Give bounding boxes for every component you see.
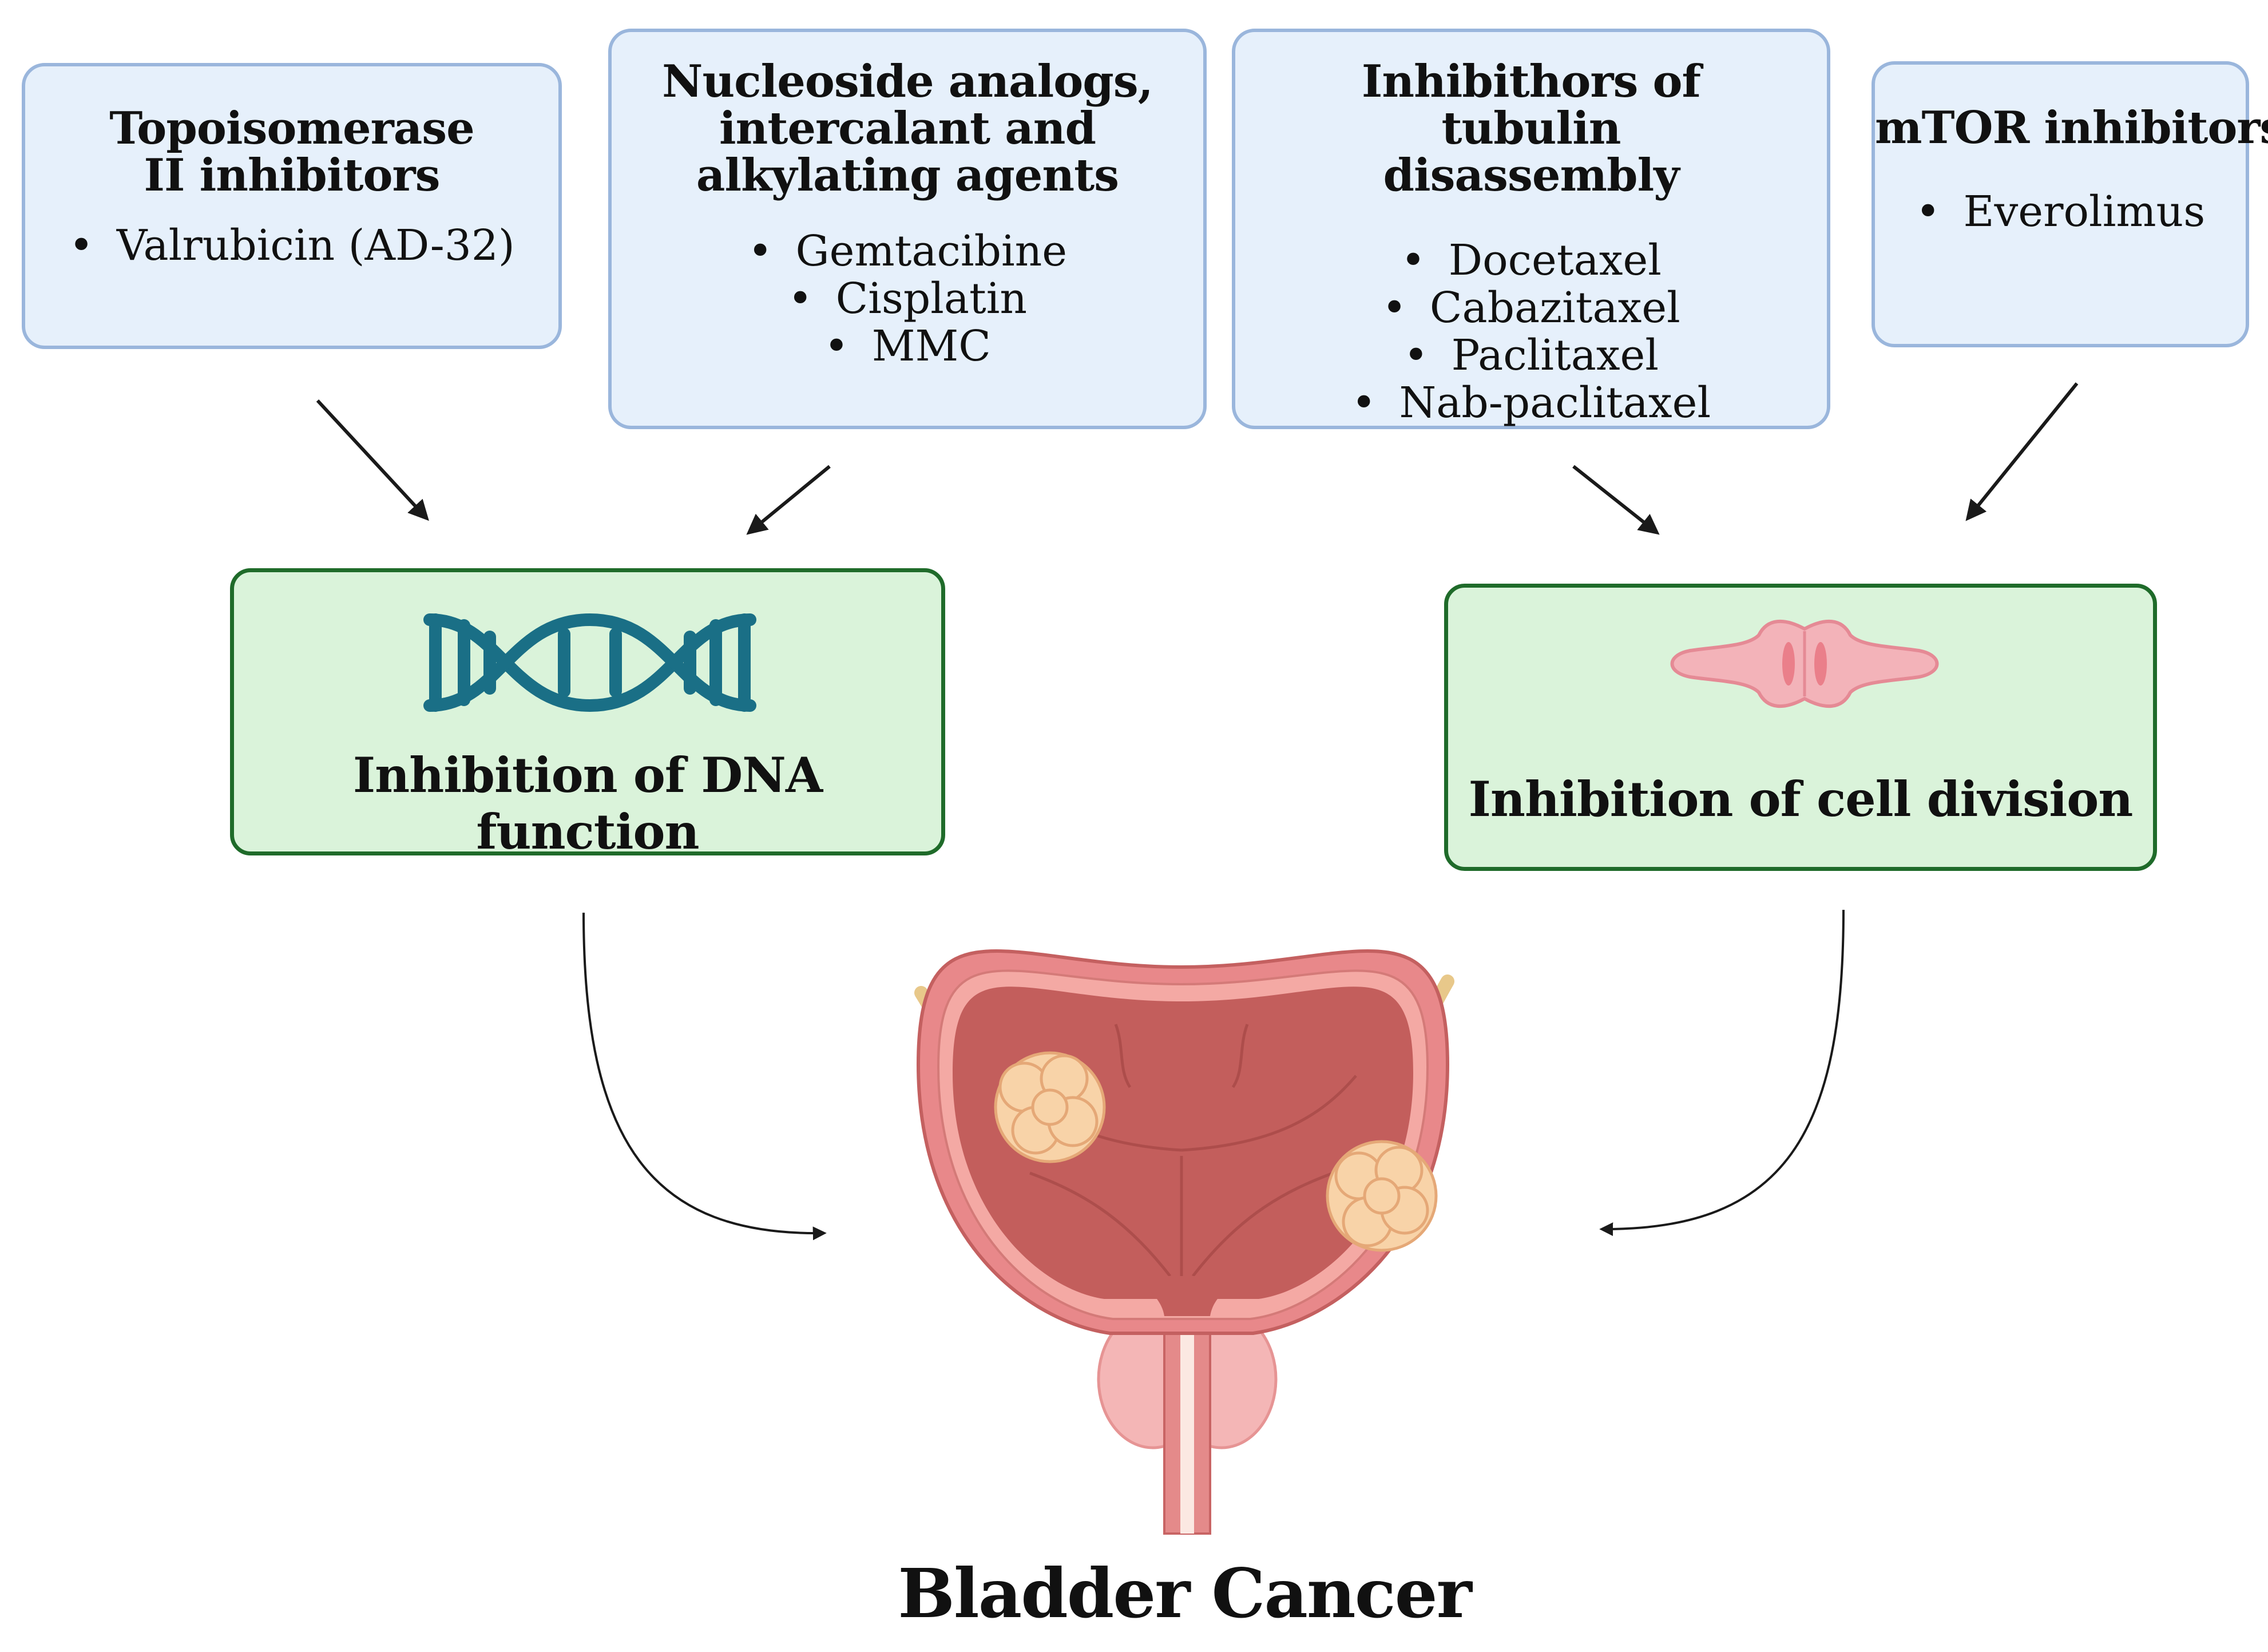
drug-item: Nab-paclitaxel	[1235, 379, 1827, 427]
drug-list: Docetaxel Cabazitaxel Paclitaxel Nab-pac…	[1235, 237, 1827, 427]
arrow-nucleoside-to-dna	[746, 465, 831, 535]
box-title: Nucleoside analogs, intercalant and alky…	[662, 56, 1153, 201]
drug-list: Valrubicin (AD-32)	[25, 222, 558, 270]
drug-item: Paclitaxel	[1235, 332, 1827, 379]
drug-item: Everolimus	[1875, 188, 2246, 236]
arrow-topo-to-dna	[316, 399, 429, 521]
dividing-cell-icon	[1670, 619, 1939, 708]
arrow-dna-to-bladder	[582, 912, 827, 1241]
drug-item: Cisplatin	[612, 275, 1203, 323]
box-title: Topoisomerase II inhibitors	[109, 102, 475, 201]
box-title: Inhibithors of tubulin disassembly	[1361, 56, 1701, 201]
topoisomerase-box: Topoisomerase II inhibitors Valrubicin (…	[22, 63, 562, 349]
dna-function-box: Inhibition of DNA function	[230, 568, 945, 860]
drug-item: Gemtacibine	[612, 228, 1203, 275]
drug-item: Cabazitaxel	[1235, 284, 1827, 332]
drug-list: Everolimus	[1875, 188, 2246, 236]
drug-list: Gemtacibine Cisplatin MMC	[612, 228, 1203, 370]
bladder-illustration	[914, 949, 1454, 1535]
drug-item: Valrubicin (AD-32)	[25, 222, 558, 270]
arrow-mtor-to-cell	[1965, 382, 2079, 521]
bladder-cancer-title: Bladder Cancer	[898, 1554, 1472, 1633]
dna-helix-icon	[423, 613, 756, 712]
arrows	[316, 382, 2079, 1241]
arrow-cell-to-bladder	[1599, 909, 1845, 1237]
tumor-right	[1326, 1140, 1438, 1252]
dna-function-label: Inhibition of DNA function	[352, 747, 823, 860]
tubulin-box: Inhibithors of tubulin disassembly Docet…	[1232, 29, 1830, 429]
cell-division-label: Inhibition of cell division	[1468, 771, 2134, 827]
arrow-tubulin-to-cell	[1572, 465, 1660, 535]
cell-division-box: Inhibition of cell division	[1444, 584, 2157, 871]
drug-item: MMC	[612, 323, 1203, 370]
drug-item: Docetaxel	[1235, 237, 1827, 284]
box-title: mTOR inhibitors	[1875, 102, 2268, 154]
tumor-left	[994, 1051, 1106, 1163]
nucleoside-box: Nucleoside analogs, intercalant and alky…	[608, 29, 1207, 429]
mtor-box: mTOR inhibitors Everolimus	[1872, 61, 2268, 347]
